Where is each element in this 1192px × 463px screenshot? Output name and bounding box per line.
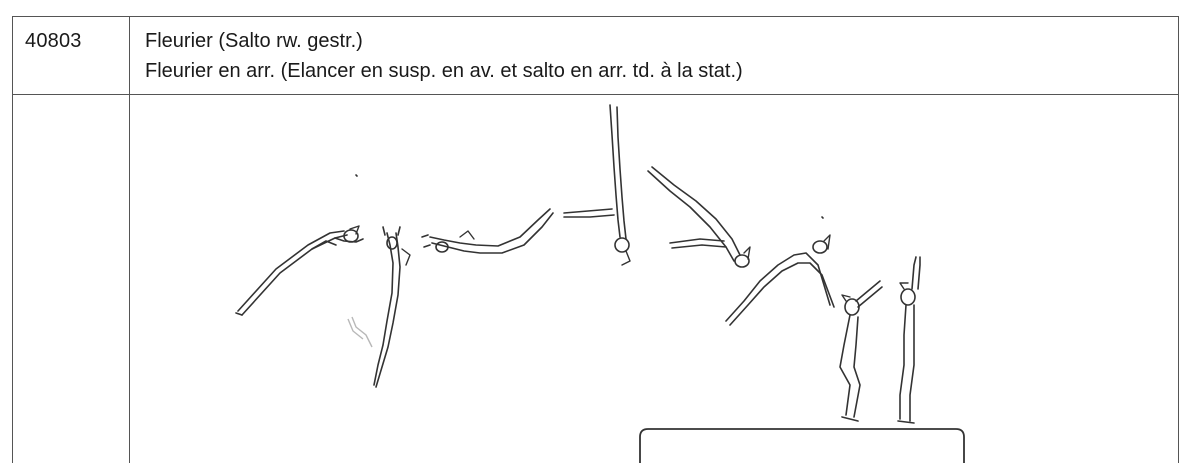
table-right-border	[1178, 16, 1179, 463]
gymnast-figure-8	[897, 256, 921, 424]
gymnast-figure-7	[839, 280, 883, 422]
gymnast-figure-1	[235, 225, 364, 316]
element-description: Fleurier en arr. (Elancer en susp. en av…	[145, 60, 743, 82]
table-top-border	[12, 16, 1179, 17]
table-column-divider	[129, 16, 130, 463]
gymnast-figure-6	[725, 234, 835, 326]
stray-marks	[355, 174, 824, 219]
apparatus-beam	[639, 428, 965, 463]
table-row-divider	[12, 94, 1179, 95]
gymnast-figure-2	[373, 226, 411, 388]
element-code: 40803	[25, 30, 82, 52]
movement-illustration	[130, 95, 1178, 463]
gymnast-sequence-drawing	[235, 104, 965, 463]
gymnast-figure-5	[647, 166, 751, 268]
element-name: Fleurier (Salto rw. gestr.)	[145, 30, 363, 52]
gymnast-figure-3	[421, 208, 554, 254]
table-left-border	[12, 16, 13, 463]
gymnast-figure-4	[563, 104, 631, 266]
swing-trace	[347, 316, 373, 348]
